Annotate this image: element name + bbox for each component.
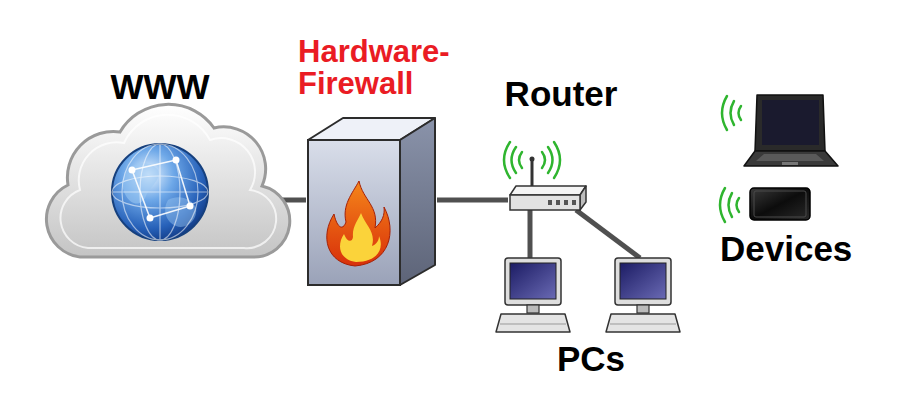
laptop-icon xyxy=(756,154,824,161)
router-icon xyxy=(554,142,560,178)
pc-icon xyxy=(615,258,671,305)
cloud-icon xyxy=(60,115,276,248)
globe-icon xyxy=(132,160,190,218)
router-icon xyxy=(504,142,510,178)
cloud-node: WWW xyxy=(48,112,272,260)
wifi-signal xyxy=(722,96,727,130)
globe-icon xyxy=(132,160,176,170)
pc-icon xyxy=(496,258,570,332)
network-cable xyxy=(437,198,508,203)
wifi-signal xyxy=(739,106,742,120)
globe-icon xyxy=(112,144,208,240)
router-icon xyxy=(542,152,545,168)
globe-icon xyxy=(187,203,194,210)
globe-icon xyxy=(173,157,180,164)
wifi-signal xyxy=(720,188,725,222)
globe-icon xyxy=(112,144,208,240)
router-icon xyxy=(548,147,553,173)
node-label: Devices xyxy=(720,229,852,269)
wifi-signal xyxy=(731,101,735,125)
tablet-icon xyxy=(750,188,810,220)
router-icon xyxy=(510,186,586,195)
tablet-icon xyxy=(750,188,810,220)
globe-icon xyxy=(150,206,190,218)
laptop-icon xyxy=(744,95,838,166)
router-icon xyxy=(548,200,552,205)
wifi-signal xyxy=(720,96,741,222)
laptop-icon xyxy=(744,151,838,166)
node-label: PCs xyxy=(557,339,625,379)
devices-node: Devices xyxy=(712,92,842,226)
router-icon xyxy=(519,152,522,168)
firewall-icon xyxy=(400,118,435,285)
globe-icon xyxy=(112,176,208,208)
firewall-node: Hardware- Firewall xyxy=(306,118,437,287)
pc-icon xyxy=(510,263,556,299)
node-label: WWW xyxy=(110,67,209,107)
globe-icon xyxy=(132,170,150,218)
globe-icon xyxy=(112,144,208,240)
pc-icon xyxy=(620,263,666,299)
firewall-icon xyxy=(308,118,435,285)
node-label: Router xyxy=(505,74,618,114)
pc-icon xyxy=(500,324,566,325)
globe-icon xyxy=(129,157,194,222)
router-icon xyxy=(564,200,568,205)
router-icon xyxy=(530,157,535,162)
router-icon xyxy=(504,142,560,178)
firewall-icon xyxy=(340,213,381,262)
cloud-icon xyxy=(46,104,289,257)
pc-icon xyxy=(637,305,649,313)
network-cable xyxy=(576,210,640,258)
network-cable xyxy=(528,210,533,258)
router-icon xyxy=(510,195,580,210)
cloud-icon xyxy=(46,104,289,257)
globe-icon xyxy=(112,191,208,192)
router-icon xyxy=(512,147,517,173)
pc-icon xyxy=(610,324,676,325)
pc-icon xyxy=(606,314,680,332)
wifi-signal xyxy=(729,193,733,217)
router-icon xyxy=(548,200,576,205)
pcs-node: PCs xyxy=(495,258,683,334)
globe-icon xyxy=(129,167,136,174)
tablet-icon xyxy=(754,191,806,217)
firewall-icon xyxy=(308,140,400,285)
laptop-icon xyxy=(762,100,819,145)
pc-icon xyxy=(606,258,680,332)
router-icon xyxy=(580,186,586,210)
laptop-icon xyxy=(755,95,825,151)
globe-icon xyxy=(176,160,190,206)
globe-icon xyxy=(147,215,154,222)
laptop-icon xyxy=(782,162,798,165)
pc-icon xyxy=(505,258,561,305)
router-icon xyxy=(572,200,576,205)
router-icon xyxy=(504,142,586,210)
firewall-icon xyxy=(327,181,390,266)
router-node: Router xyxy=(508,150,588,210)
pc-icon xyxy=(496,314,570,332)
router-icon xyxy=(556,200,560,205)
node-label: Hardware- Firewall xyxy=(298,36,468,100)
pc-icon xyxy=(527,305,539,313)
wifi-signal xyxy=(737,198,740,212)
